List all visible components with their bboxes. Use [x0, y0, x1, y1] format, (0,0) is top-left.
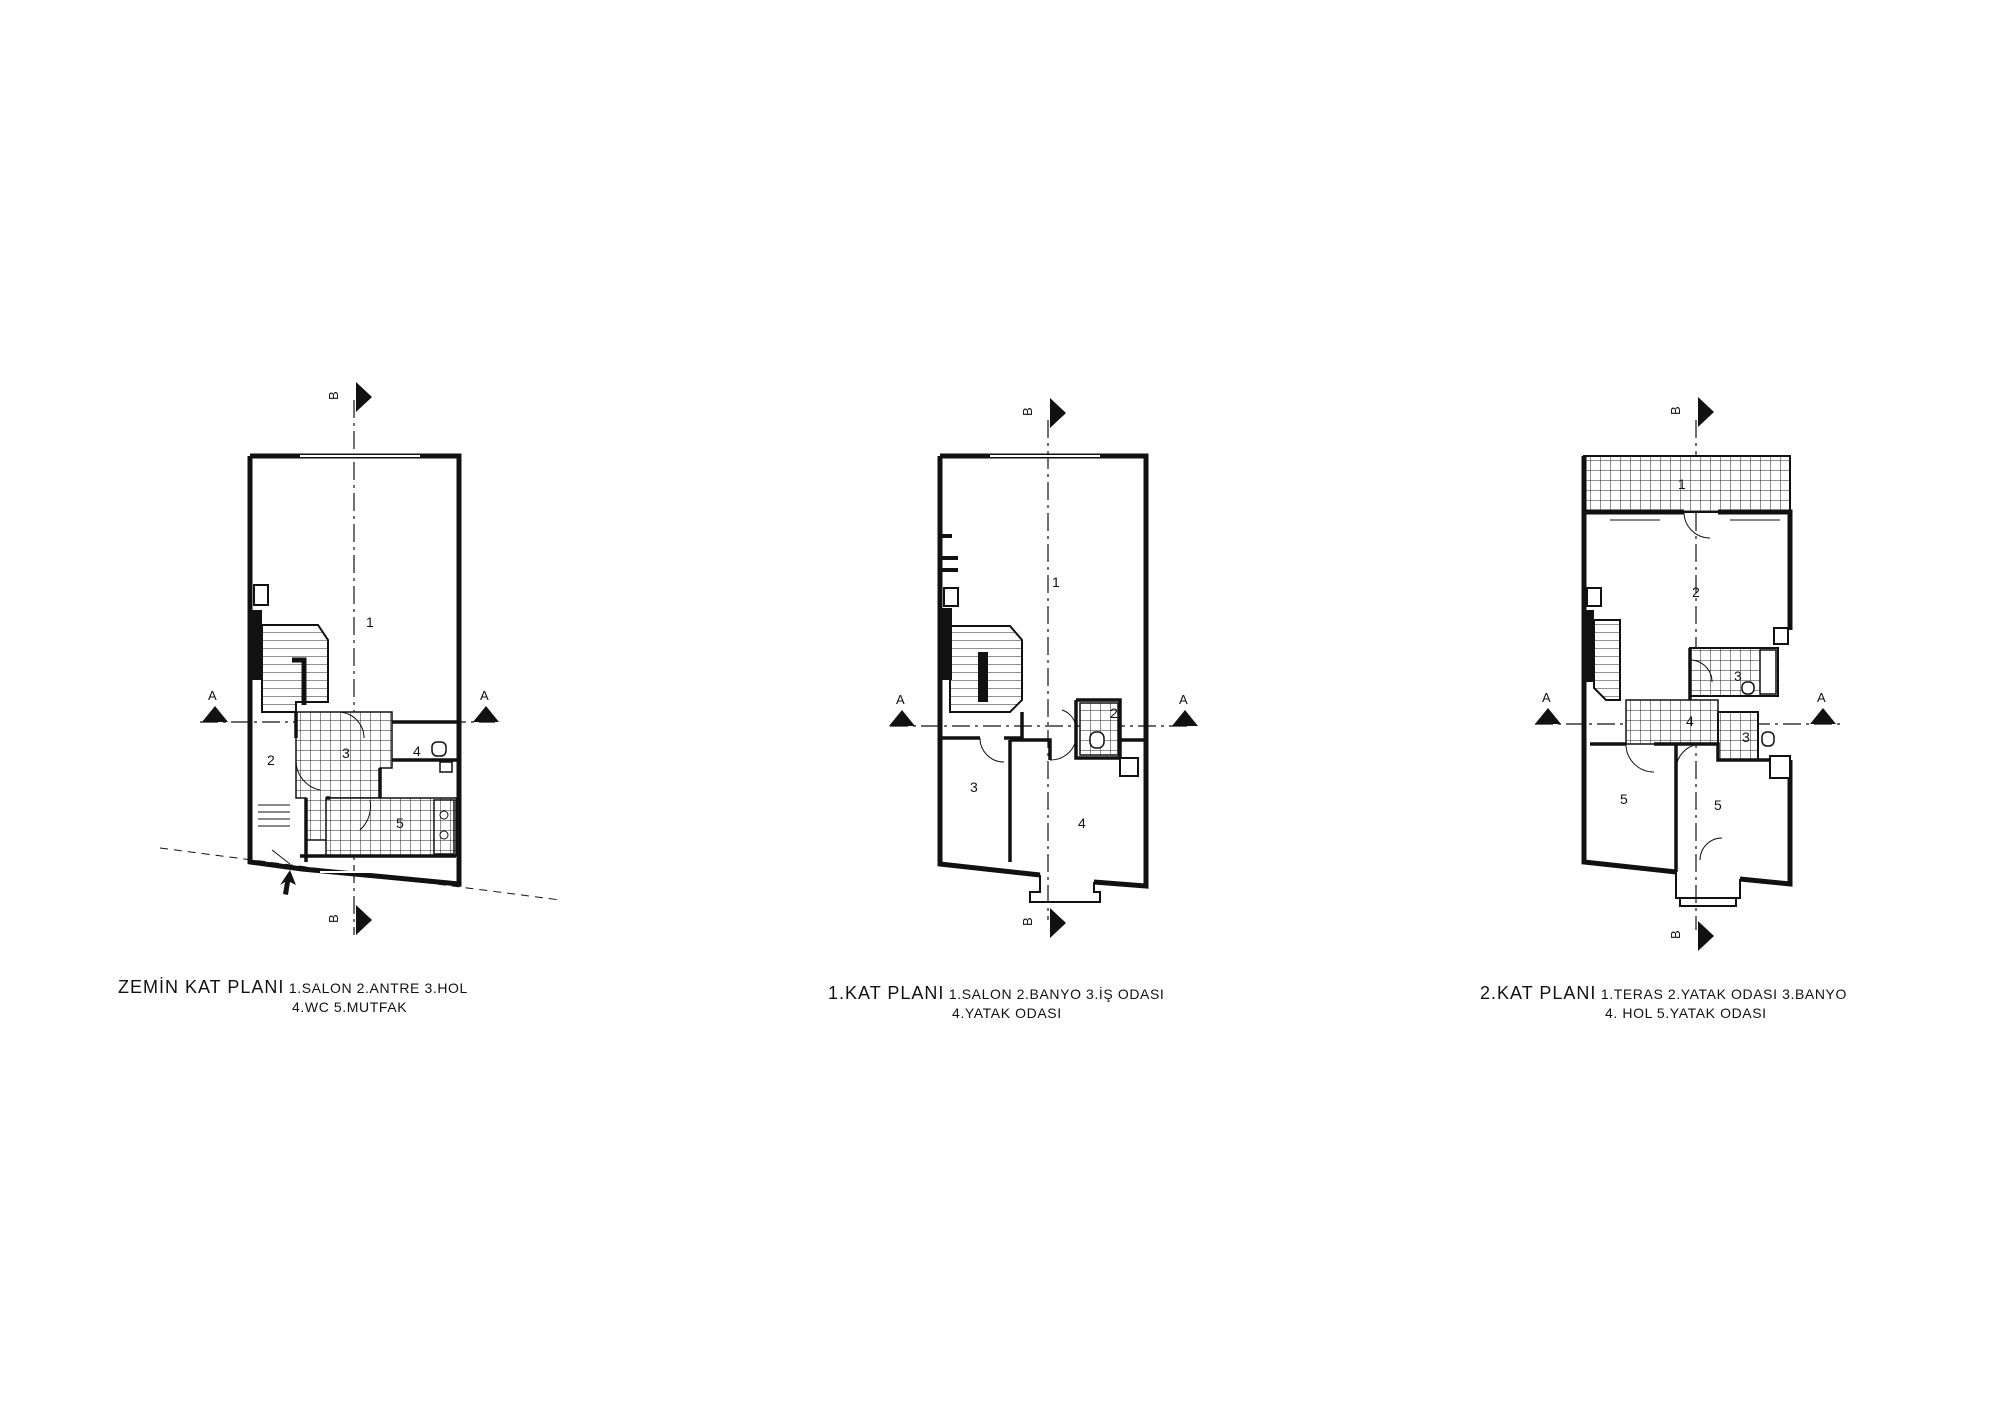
chimney [943, 587, 959, 607]
wc-toilet [431, 741, 447, 757]
door-swings [979, 709, 1077, 763]
room-number-5: 5 [396, 815, 404, 831]
room-number-3: 3 [342, 745, 350, 761]
partition-walls [1590, 648, 1770, 872]
plan-kat2: B B A A 1 2 3 3 4 5 [1535, 397, 1840, 951]
room-number-4: 4 [1686, 713, 1694, 729]
bath-toilet [1089, 731, 1105, 749]
hall-tiles [1625, 699, 1719, 745]
entry-arrow-icon [280, 870, 296, 895]
kitchen-floor-tiles [325, 797, 457, 857]
entry-steps [258, 804, 290, 827]
bathroom-bottom-tiles [1717, 711, 1759, 761]
section-marker-b-bottom [356, 905, 372, 935]
plan-kat1: B B A A 1 2 3 4 [889, 398, 1198, 938]
staircase [1593, 619, 1621, 701]
room-number-2: 2 [267, 752, 275, 768]
balcony [1029, 875, 1101, 903]
wc-sink [439, 761, 453, 773]
cabinet [1773, 627, 1789, 645]
section-marker-a-right [1172, 710, 1198, 726]
kitchen-counter [433, 799, 455, 855]
door-swings [1625, 511, 1723, 861]
room-number-1: 1 [1052, 574, 1060, 590]
caption-kat2: 2.KAT PLANI 1.TERAS 2.YATAK ODASI 3.BANY… [1480, 982, 1847, 1023]
plan-legend-line2: 4.YATAK ODASI [952, 1005, 1062, 1021]
section-label-b-bottom: B [1668, 930, 1683, 939]
section-label-b-bottom: B [1020, 917, 1035, 926]
section-marker-a-left [1535, 708, 1561, 724]
room-number-5-right: 5 [1714, 797, 1722, 813]
caption-kat1: 1.KAT PLANI 1.SALON 2.BANYO 3.İŞ ODASI 4… [828, 982, 1164, 1023]
service-box [1119, 757, 1139, 777]
plan-title: 1.KAT PLANI [828, 983, 945, 1003]
section-marker-b-top [1050, 398, 1066, 428]
wall-stubs [940, 534, 958, 572]
plan-title: 2.KAT PLANI [1480, 983, 1597, 1003]
room-number-2: 2 [1692, 584, 1700, 600]
room-number-3-bottom: 3 [1742, 729, 1750, 745]
plan-legend-line2: 4. HOL 5.YATAK ODASI [1605, 1005, 1767, 1021]
section-marker-a-right [473, 706, 499, 722]
door-swings [271, 711, 372, 865]
column [252, 610, 262, 680]
windows [300, 455, 420, 873]
room-number-4: 4 [413, 743, 421, 759]
bathtub [1759, 649, 1777, 695]
stair-inner-wall [292, 657, 307, 705]
section-marker-b-top [1698, 397, 1714, 427]
room-number-1: 1 [366, 614, 374, 630]
plan-legend-line1: 1.SALON 2.BANYO 3.İŞ ODASI [948, 986, 1165, 1002]
section-label-b-top: B [326, 391, 341, 400]
section-label-a-left: A [896, 692, 905, 707]
section-label-a-left: A [208, 688, 217, 703]
chimney [253, 584, 269, 606]
room-number-5-left: 5 [1620, 791, 1628, 807]
room-number-4: 4 [1078, 815, 1086, 831]
chimney [1586, 587, 1602, 607]
toilet-bottom [1761, 731, 1775, 747]
plan-legend-line2: 4.WC 5.MUTFAK [292, 999, 408, 1015]
room-number-3-top: 3 [1734, 668, 1742, 684]
section-marker-b-bottom [1050, 908, 1066, 938]
outer-wall [1581, 456, 1793, 887]
section-marker-b-top [356, 382, 372, 412]
plan-legend-line1: 1.SALON 2.ANTRE 3.HOL [288, 980, 468, 996]
staircase [261, 624, 329, 713]
plan-zemin: B B A A 1 [159, 382, 561, 935]
caption-zemin: ZEMİN KAT PLANI 1.SALON 2.ANTRE 3.HOL 4.… [118, 976, 468, 1017]
section-label-a-right: A [1817, 690, 1826, 705]
section-label-a-right: A [1179, 692, 1188, 707]
section-marker-a-right [1810, 708, 1836, 724]
section-label-a-right: A [480, 688, 489, 703]
section-label-a-left: A [1542, 690, 1551, 705]
column [942, 608, 952, 680]
toilet-top [1741, 681, 1755, 695]
section-label-b-bottom: B [326, 914, 341, 923]
section-marker-a-left [202, 706, 228, 722]
stair-core [978, 652, 988, 702]
shaft [1769, 755, 1791, 779]
plan-title: ZEMİN KAT PLANI [118, 977, 285, 997]
balcony [1675, 872, 1741, 907]
plan-legend-line1: 1.TERAS 2.YATAK ODASI 3.BANYO [1600, 986, 1847, 1002]
section-label-b-top: B [1020, 407, 1035, 416]
section-marker-b-bottom [1698, 921, 1714, 951]
room-number-3: 3 [970, 779, 978, 795]
section-marker-a-left [889, 710, 915, 726]
room-number-2: 2 [1110, 705, 1118, 721]
section-label-b-top: B [1668, 406, 1683, 415]
terrace-tiles [1583, 455, 1791, 513]
room-number-1: 1 [1678, 476, 1686, 492]
partition-walls [294, 712, 459, 862]
column [1584, 610, 1594, 682]
